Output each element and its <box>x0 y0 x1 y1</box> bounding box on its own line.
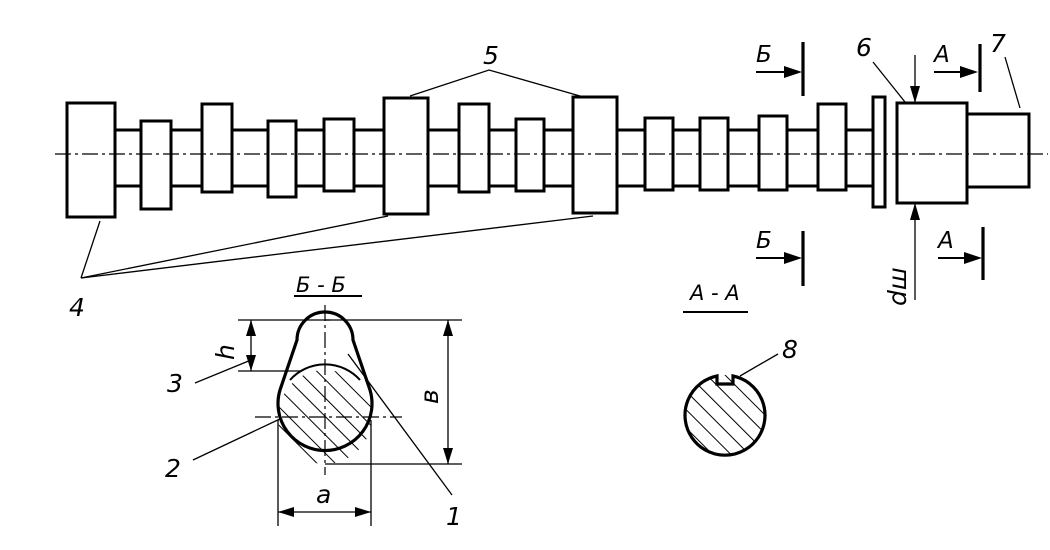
cam-2 <box>200 102 234 194</box>
label-2: 2 <box>165 454 181 483</box>
shank-section-aa: А - А 8 <box>683 281 798 457</box>
shank <box>965 112 1031 189</box>
cam-1 <box>139 119 173 211</box>
leader-7: 7 <box>990 29 1021 109</box>
section-mark-a-bottom-letter: А <box>936 228 954 254</box>
section-mark-b-bottom-letter: Б <box>756 228 772 254</box>
dimension-b-label: в <box>415 389 444 404</box>
label-7: 7 <box>990 29 1006 58</box>
label-1: 1 <box>446 502 462 531</box>
journal-middle-2 <box>571 95 619 215</box>
diameter-dimension: dш <box>883 55 920 306</box>
cam-3 <box>266 119 298 199</box>
shank-section-circle <box>685 375 765 455</box>
section-mark-b-top: Б <box>756 42 805 96</box>
label-3: 3 <box>167 369 183 398</box>
cam-section-bb: Б - Б h в a 3 2 <box>165 273 462 531</box>
dimension-h-label: h <box>211 344 240 360</box>
section-bb-title: Б - Б <box>296 273 346 297</box>
label-6: 6 <box>856 33 872 62</box>
section-mark-a-top: А <box>932 42 982 92</box>
cam-5 <box>457 102 491 194</box>
section-mark-b-top-letter: Б <box>756 42 772 68</box>
journal-middle-1 <box>382 96 430 216</box>
leader-6: 6 <box>856 33 906 103</box>
dimension-a-label: a <box>316 480 331 509</box>
cam-10 <box>816 102 848 192</box>
journal-left <box>65 101 117 219</box>
cam-6 <box>514 117 546 193</box>
cam-9 <box>757 114 789 192</box>
section-mark-b-bottom: Б <box>756 228 805 286</box>
section-aa-title: А - А <box>688 281 740 305</box>
dimension-d-label: dш <box>883 267 912 306</box>
label-4: 4 <box>69 293 85 322</box>
leader-5: 5 <box>409 41 581 97</box>
cam-4 <box>322 117 356 193</box>
shank-section-outline <box>683 374 767 457</box>
leader-4: 4 <box>69 215 594 322</box>
section-mark-a-bottom: А <box>936 227 985 280</box>
cam-profile <box>276 310 374 453</box>
label-5: 5 <box>483 41 499 70</box>
label-8: 8 <box>782 335 798 364</box>
section-mark-a-top-letter: А <box>932 42 950 68</box>
journal-right <box>895 101 969 205</box>
flange <box>871 95 887 209</box>
camshaft-side-view <box>55 95 1048 219</box>
